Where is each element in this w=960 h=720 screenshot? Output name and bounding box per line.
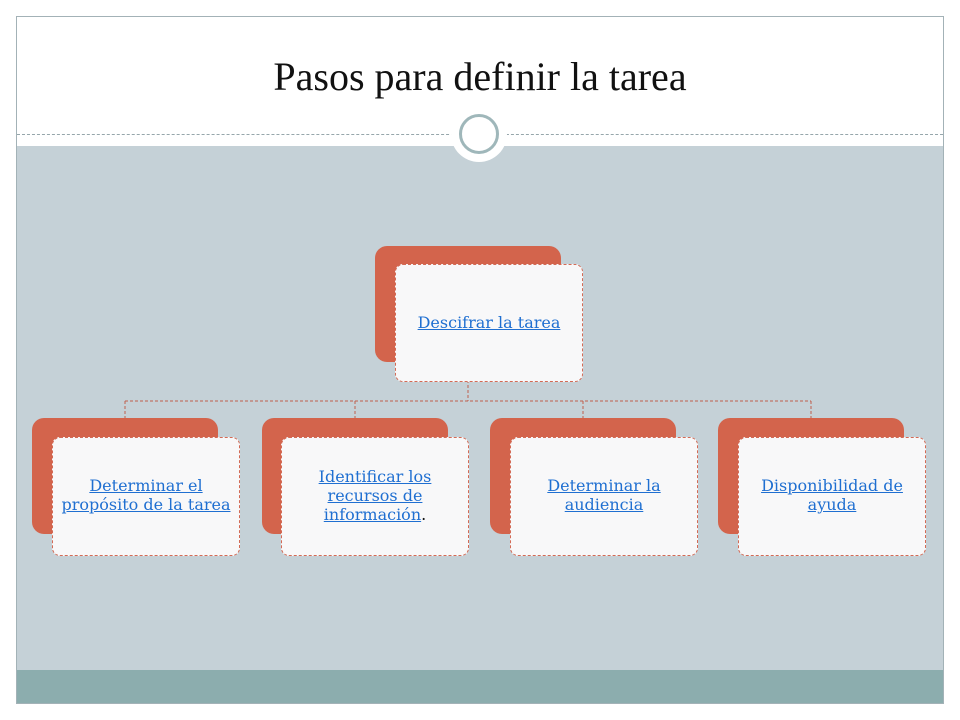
node-child-1-link[interactable]: Determinar el propósito de la tarea [61,476,231,514]
slide-title: Pasos para definir la tarea [273,54,687,99]
content-area [17,146,943,670]
node-child-3-card [510,437,698,556]
node-child-4-text: Disponibilidad de ayuda [744,440,920,550]
node-child-1-text: Determinar el propósito de la tarea [58,440,234,550]
node-child-4-card [738,437,926,556]
node-child-2-card [281,437,469,556]
node-root-text: Descifrar la tarea [403,270,575,374]
node-child-1-card [52,437,240,556]
footer-bar [17,670,943,703]
node-child-2-text: Identificar los recursos de información. [287,440,463,550]
node-child-2-link[interactable]: Identificar los recursos de información [318,466,432,524]
node-child-3-text: Determinar la audiencia [516,440,692,550]
ring-ornament-icon [451,106,507,162]
node-child-3-link[interactable]: Determinar la audiencia [547,476,661,514]
node-child-4-link[interactable]: Disponibilidad de ayuda [761,476,903,514]
node-child-2-suffix: . [421,504,427,524]
ring-inner [459,114,499,154]
node-root-card [395,264,583,382]
node-root-link[interactable]: Descifrar la tarea [417,312,561,332]
slide: Pasos para definir la tarea [16,16,944,704]
